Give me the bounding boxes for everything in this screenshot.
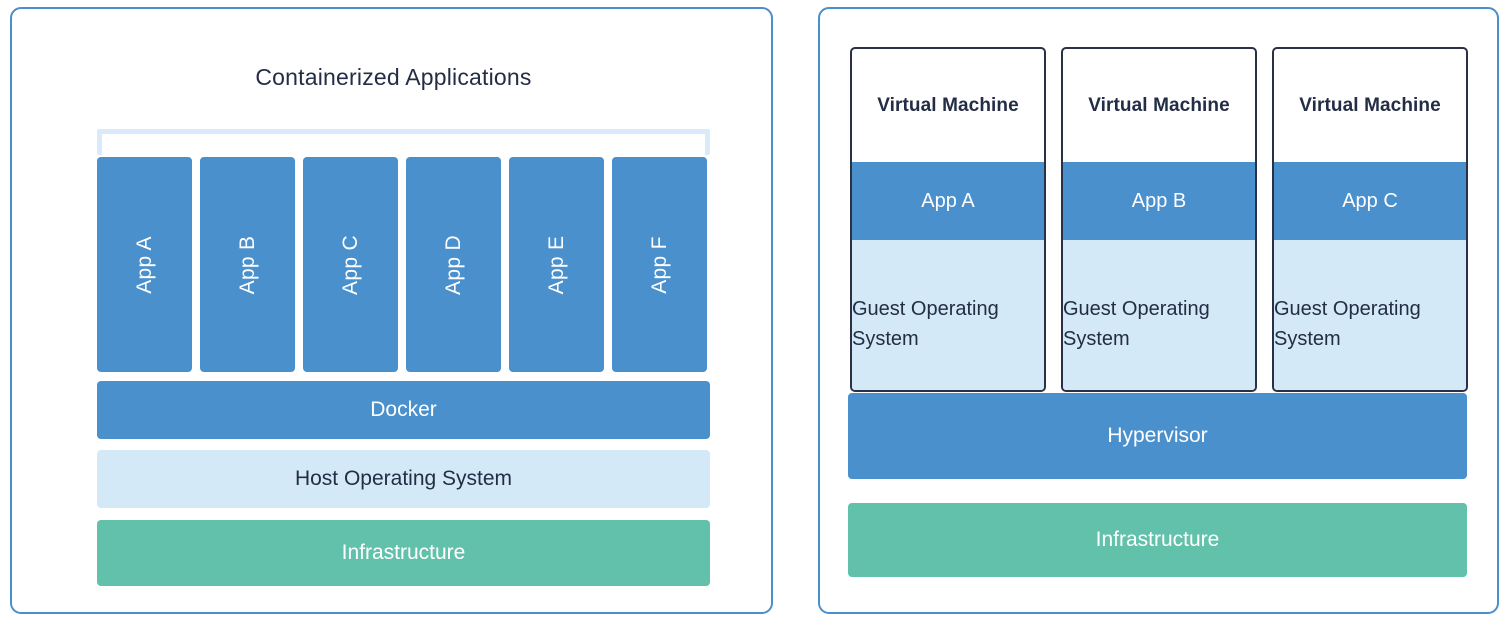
app-column-b-label: App B (235, 235, 259, 294)
hypervisor-layer[interactable]: Hypervisor (848, 393, 1467, 479)
virtual-machine-1-guest-os: Guest Operating System (852, 240, 1044, 390)
app-column-a[interactable]: App A (97, 157, 192, 372)
virtual-machine-2-title: Virtual Machine (1088, 94, 1230, 116)
virtual-machine-2-app: App B (1063, 162, 1255, 240)
container-bracket (97, 129, 710, 155)
virtual-machine-1-title: Virtual Machine (877, 94, 1019, 116)
virtual-machine-3-title: Virtual Machine (1299, 94, 1441, 116)
app-column-f[interactable]: App F (612, 157, 707, 372)
app-column-d-label: App D (441, 234, 465, 295)
virtual-machine-1-app: App A (852, 162, 1044, 240)
app-column-e[interactable]: App E (509, 157, 604, 372)
infrastructure-layer-vms[interactable]: Infrastructure (848, 503, 1467, 577)
app-column-f-label: App F (647, 235, 671, 294)
virtual-machine-1[interactable]: Virtual Machine App A Guest Operating Sy… (850, 47, 1046, 392)
virtual-machine-3-guest-os: Guest Operating System (1274, 240, 1466, 390)
containers-panel: Containerized Applications App A App B A… (10, 7, 773, 614)
virtual-machine-2-guest-os: Guest Operating System (1063, 240, 1255, 390)
app-column-b[interactable]: App B (200, 157, 295, 372)
virtual-machine-3-app: App C (1274, 162, 1466, 240)
infrastructure-layer-containers[interactable]: Infrastructure (97, 520, 710, 586)
app-column-d[interactable]: App D (406, 157, 501, 372)
containers-panel-title: Containerized Applications (255, 64, 532, 90)
virtual-machines-panel: Virtual Machine App A Guest Operating Sy… (818, 7, 1499, 614)
app-column-a-label: App A (132, 235, 156, 294)
app-column-e-label: App E (544, 235, 568, 294)
host-operating-system-layer[interactable]: Host Operating System (97, 450, 710, 508)
app-column-c[interactable]: App C (303, 157, 398, 372)
virtual-machine-3[interactable]: Virtual Machine App C Guest Operating Sy… (1272, 47, 1468, 392)
docker-layer[interactable]: Docker (97, 381, 710, 439)
app-column-c-label: App C (338, 234, 362, 295)
virtual-machine-2[interactable]: Virtual Machine App B Guest Operating Sy… (1061, 47, 1257, 392)
